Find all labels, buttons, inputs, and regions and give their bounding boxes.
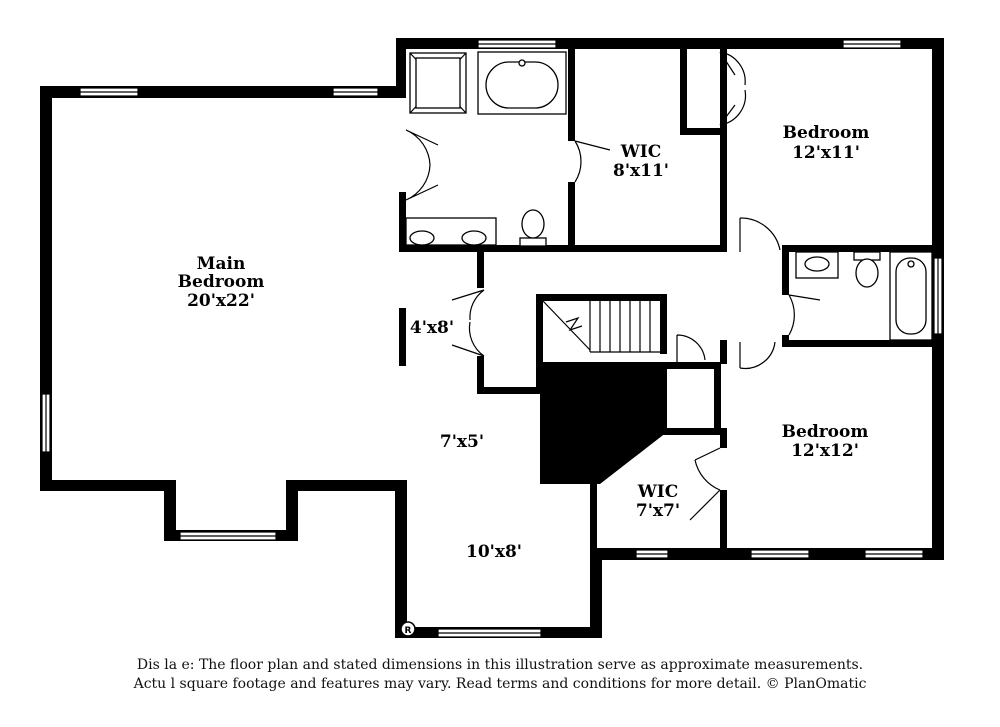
wic-upper-name: WIC [620, 142, 662, 162]
wic-lower-size: 7'x7' [636, 501, 680, 521]
main-bedroom-name1: Main [197, 254, 246, 274]
bedroom-se-name: Bedroom [782, 422, 869, 442]
bedroom-se-size: 12'x12' [791, 441, 859, 461]
bedroom-ne-size: 12'x11' [792, 143, 860, 163]
main-bedroom-size: 20'x22' [187, 291, 255, 311]
wic-upper-size: 8'x11' [613, 161, 669, 181]
doors [405, 51, 821, 521]
bath-fixtures [405, 51, 933, 341]
hall-7x5-size: 7'x5' [440, 432, 484, 452]
room-labels: Main Bedroom 20'x22' WIC 8'x11' Bedroom … [178, 123, 870, 562]
planomatic-logo: R [400, 621, 416, 637]
main-bedroom-name2: Bedroom [178, 272, 265, 292]
disclaimer-line-2: Actu l square footage and features may v… [133, 676, 867, 692]
logo-mark: R [405, 626, 412, 636]
disclaimer-line-1: Dis la e: The floor plan and stated dime… [136, 657, 864, 673]
room-10x8-size: 10'x8' [466, 542, 522, 562]
bedroom-ne-name: Bedroom [783, 123, 870, 143]
closet-4x8-size: 4'x8' [410, 318, 454, 338]
windows [41, 39, 943, 638]
wic-lower-name: WIC [637, 482, 679, 502]
interior-walls [399, 49, 944, 558]
staircase [542, 300, 660, 362]
